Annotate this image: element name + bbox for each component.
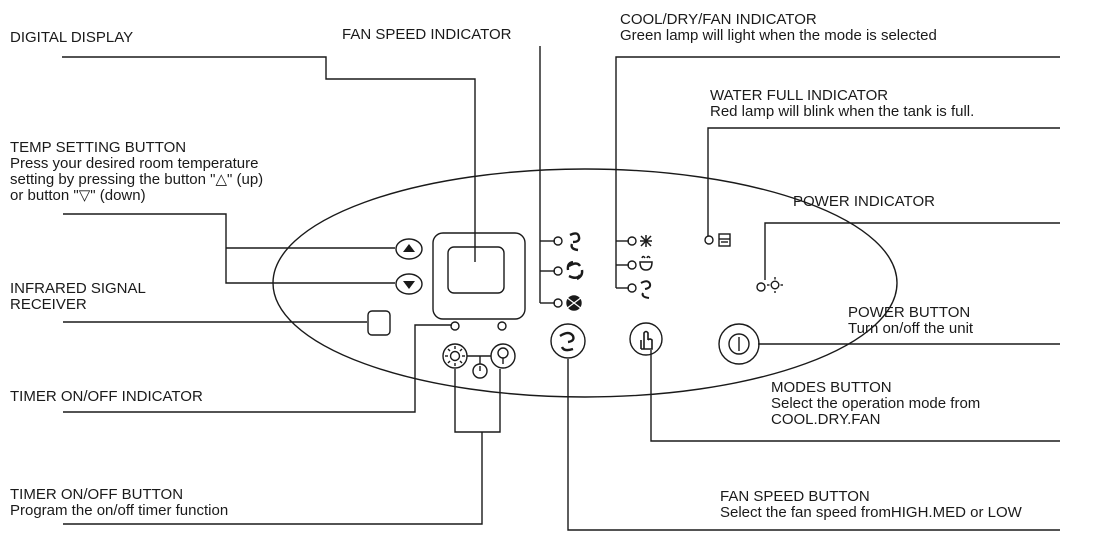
fan-mode-icon <box>640 280 652 299</box>
timer-on-icon <box>445 346 465 366</box>
temp-up-button[interactable] <box>395 238 423 260</box>
fan-speed-button-desc: Select the fan speed fromHIGH.MED or LOW <box>720 504 1022 521</box>
cool-lamp <box>627 236 637 246</box>
water-full-indicator-title: WATER FULL INDICATOR <box>710 87 889 104</box>
fan-med-lamp <box>553 266 563 276</box>
digital-display <box>432 232 526 320</box>
timer-button-title: TIMER ON/OFF BUTTON <box>10 486 184 503</box>
power-indicator-title: POWER INDICATOR <box>793 193 935 210</box>
leader-digital-display <box>62 56 476 262</box>
leader-modes-button <box>650 350 1060 442</box>
leader-power-indicator <box>764 222 1060 280</box>
power-button[interactable] <box>718 323 760 365</box>
timer-on-lamp <box>450 321 460 331</box>
infrared-receiver <box>367 310 391 336</box>
label-power-button: POWER BUTTON Turn on/off the unit <box>848 305 973 337</box>
modes-button-desc-2: COOL.DRY.FAN <box>771 411 881 428</box>
label-water-full-indicator: WATER FULL INDICATOR Red lamp will blink… <box>710 88 974 120</box>
fan-high-lamp <box>553 298 563 308</box>
dry-lamp <box>627 260 637 270</box>
water-full-lamp <box>704 235 714 245</box>
fan-mode-lamp <box>627 283 637 293</box>
leader-timer-indicator <box>63 324 452 413</box>
timer-off-button[interactable] <box>490 343 516 369</box>
label-power-indicator: POWER INDICATOR <box>793 194 935 210</box>
cool-dry-fan-indicator-title: COOL/DRY/FAN INDICATOR <box>620 11 817 28</box>
label-timer-on-off-button: TIMER ON/OFF BUTTON Program the on/off t… <box>10 487 228 519</box>
label-timer-on-off-indicator: TIMER ON/OFF INDICATOR <box>10 389 203 405</box>
label-modes-button: MODES BUTTON Select the operation mode f… <box>771 380 980 428</box>
fan-speed-indicator-title: FAN SPEED INDICATOR <box>342 26 512 43</box>
temp-down-button[interactable] <box>395 273 423 295</box>
cool-icon <box>640 235 652 247</box>
power-lamp-icon <box>767 277 783 293</box>
label-temp-setting-button: TEMP SETTING BUTTON Press your desired r… <box>10 140 263 204</box>
timer-button-desc: Program the on/off timer function <box>10 502 229 519</box>
modes-button[interactable] <box>629 322 663 356</box>
up-arrow-icon <box>403 244 415 252</box>
fan-speed-button[interactable] <box>550 323 586 359</box>
temp-setting-button-title: TEMP SETTING BUTTON <box>10 139 187 156</box>
dry-icon <box>639 255 653 271</box>
power-icon <box>728 333 750 355</box>
fan-low-lamp <box>553 236 563 246</box>
temp-setting-button-desc-3: or button "▽" (down) <box>10 187 146 204</box>
label-fan-speed-button: FAN SPEED BUTTON Select the fan speed fr… <box>720 489 1022 521</box>
power-button-title: POWER BUTTON <box>848 304 971 321</box>
label-infrared-signal-receiver: INFRARED SIGNAL RECEIVER <box>10 281 146 313</box>
leader-lines <box>62 46 1060 531</box>
power-lamp <box>756 282 766 292</box>
label-digital-display: DIGITAL DISPLAY <box>10 30 133 46</box>
infrared-receiver-title-2: RECEIVER <box>10 296 87 313</box>
water-tank-icon <box>718 233 731 247</box>
timer-off-lamp <box>497 321 507 331</box>
label-fan-speed-indicator: FAN SPEED INDICATOR <box>342 27 511 43</box>
timer-clock-icon <box>472 356 488 379</box>
leader-timer-button <box>63 432 483 525</box>
temp-setting-button-desc-1: Press your desired room temperature <box>10 155 259 172</box>
fan-low-icon <box>569 232 581 252</box>
fan-speed-button-title: FAN SPEED BUTTON <box>720 488 870 505</box>
fan-high-icon <box>565 295 583 311</box>
fan-med-icon <box>566 260 584 281</box>
digital-display-title: DIGITAL DISPLAY <box>10 29 134 46</box>
down-arrow-icon <box>403 281 415 289</box>
power-button-desc: Turn on/off the unit <box>848 320 974 337</box>
leader-water-full-indicator <box>707 127 1060 236</box>
label-cool-dry-fan-indicator: COOL/DRY/FAN INDICATOR Green lamp will l… <box>620 12 937 44</box>
timer-off-icon <box>497 347 509 364</box>
water-full-indicator-desc: Red lamp will blink when the tank is ful… <box>710 103 975 120</box>
modes-button-desc-1: Select the operation mode from <box>771 395 981 412</box>
leader-fan-speed-button <box>567 359 1060 531</box>
timer-indicator-title: TIMER ON/OFF INDICATOR <box>10 388 203 405</box>
leader-cool-dry-fan-indicator <box>615 56 1060 288</box>
infrared-receiver-title-1: INFRARED SIGNAL <box>10 280 146 297</box>
modes-button-title: MODES BUTTON <box>771 379 892 396</box>
cool-dry-fan-indicator-desc: Green lamp will light when the mode is s… <box>620 27 937 44</box>
temp-setting-button-desc-2: setting by pressing the button "△" (up) <box>10 171 264 188</box>
timer-on-button[interactable] <box>442 343 468 369</box>
fan-speed-icon <box>559 331 575 352</box>
mode-hand-icon <box>640 330 653 350</box>
